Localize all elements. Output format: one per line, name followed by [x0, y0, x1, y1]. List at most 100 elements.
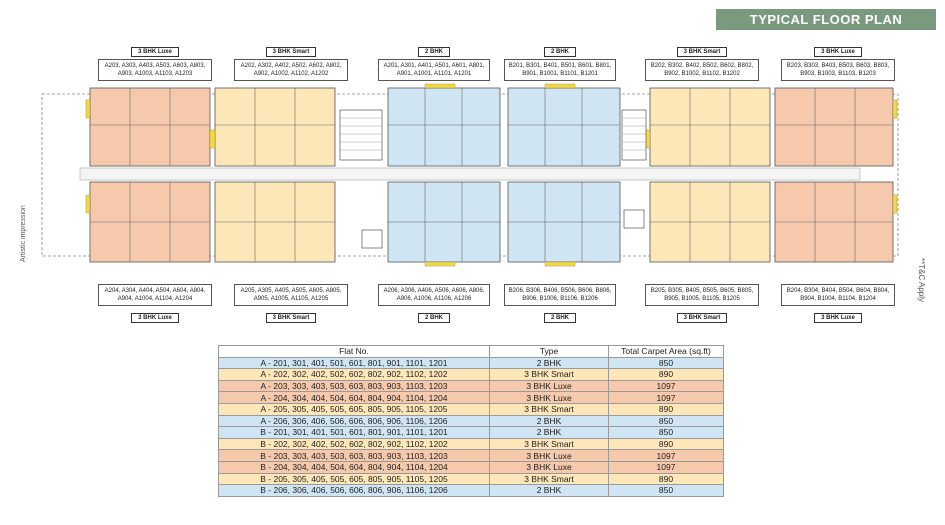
lift-b — [623, 209, 645, 229]
cell-flat-no: B - 201, 301, 401, 501, 601, 801, 901, 1… — [218, 426, 490, 439]
cell-type: 2 BHK — [489, 356, 609, 370]
cell-flat-no: A - 205, 305, 405, 505, 605, 805, 905, 1… — [218, 402, 490, 416]
cell-carpet-area: 850 — [608, 414, 724, 428]
table-row: A - 206, 306, 406, 506, 606, 806, 906, 1… — [218, 414, 724, 428]
cell-type: 2 BHK — [489, 484, 609, 497]
table-row: B - 206, 306, 406, 506, 606, 806, 906, 1… — [218, 484, 724, 497]
table-row: B - 205, 305, 405, 505, 605, 805, 905, 1… — [218, 472, 724, 486]
table-row: A - 203, 303, 403, 503, 603, 803, 903, 1… — [218, 379, 724, 393]
unit-flats-box: B204, B304, B404, B504, B604, B804, B904… — [781, 284, 895, 306]
cell-carpet-area: 850 — [608, 484, 724, 497]
unit-a201-block — [387, 87, 501, 167]
artistic-impression-note: Artistic impression — [20, 205, 27, 262]
cell-flat-no: B - 206, 306, 406, 506, 606, 806, 906, 1… — [218, 484, 490, 497]
unit-flats-box: B205, B305, B405, B505, B605, B805, B905… — [645, 284, 759, 306]
unit-flats-box: B201, B301, B401, B501, B601, B801, B901… — [504, 59, 616, 81]
unit-type-tag: 2 BHK — [543, 313, 576, 323]
room-partitions — [90, 88, 893, 262]
unit-type-tag: 3 BHK Luxe — [131, 313, 179, 323]
cell-type: 3 BHK Luxe — [489, 449, 609, 462]
table-row: B - 203, 303, 403, 503, 603, 803, 903, 1… — [218, 449, 724, 462]
cell-flat-no: B - 202, 302, 402, 502, 602, 802, 902, 1… — [218, 437, 490, 451]
unit-flats-box: B203, B303, B403, B503, B603, B803, B903… — [781, 59, 895, 81]
unit-b201-block — [507, 87, 621, 167]
common-corridor — [79, 167, 861, 181]
unit-flats-box: A204, A304, A404, A504, A604, A804, A904… — [98, 284, 212, 306]
table-row: B - 201, 301, 401, 501, 601, 801, 901, 1… — [218, 426, 724, 439]
cell-type: 3 BHK Smart — [489, 368, 609, 381]
bottom-unit-label-1: A204, A304, A404, A504, A604, A804, A904… — [98, 283, 212, 324]
cell-flat-no: A - 202, 302, 402, 502, 602, 802, 902, 1… — [218, 368, 490, 381]
cell-carpet-area: 890 — [608, 402, 724, 416]
bottom-unit-label-2: A205, A305, A405, A505, A605, A805, A905… — [234, 283, 348, 324]
cell-carpet-area: 890 — [608, 437, 724, 451]
cell-carpet-area: 1097 — [608, 449, 724, 462]
table-row: A - 202, 302, 402, 502, 602, 802, 902, 1… — [218, 368, 724, 381]
unit-flats-box: B202, B302, B402, B502, B602, B802, B902… — [645, 59, 759, 81]
cell-type: 2 BHK — [489, 426, 609, 439]
table-row: A - 205, 305, 405, 505, 605, 805, 905, 1… — [218, 402, 724, 416]
cell-carpet-area: 1097 — [608, 391, 724, 404]
cell-flat-no: A - 204, 304, 404, 504, 604, 804, 904, 1… — [218, 391, 490, 404]
table-row: A - 201, 301, 401, 501, 601, 801, 901, 1… — [218, 356, 724, 370]
cell-type: 3 BHK Smart — [489, 472, 609, 486]
cell-flat-no: B - 204, 304, 404, 504, 604, 804, 904, 1… — [218, 460, 490, 474]
cell-type: 3 BHK Smart — [489, 437, 609, 451]
balconies — [85, 83, 898, 267]
unit-type-tag: 3 BHK Luxe — [814, 313, 862, 323]
cell-flat-no: B - 203, 303, 403, 503, 603, 803, 903, 1… — [218, 449, 490, 462]
staircase-b — [621, 109, 647, 161]
terms-note: **T&C Apply — [917, 258, 926, 303]
table-header-row: Flat No. Type Total Carpet Area (sq.ft) — [218, 345, 724, 358]
top-unit-label-6: 3 BHK Luxe B203, B303, B403, B503, B603,… — [781, 40, 895, 81]
unit-b202-block — [649, 87, 771, 167]
cell-type: 3 BHK Luxe — [489, 391, 609, 404]
bottom-unit-label-3: A206, A306, A406, A506, A606, A806, A906… — [378, 283, 490, 324]
top-unit-label-1: 3 BHK Luxe A203, A303, A403, A503, A603,… — [98, 40, 212, 81]
table-row: A - 204, 304, 404, 504, 604, 804, 904, 1… — [218, 391, 724, 404]
staircase-a — [339, 109, 383, 161]
top-unit-label-5: 3 BHK Smart B202, B302, B402, B502, B602… — [645, 40, 759, 81]
stair-treads-b — [622, 117, 646, 151]
unit-type-tag: 3 BHK Smart — [676, 313, 728, 323]
unit-flats-box: A201, A301, A401, A501, A601, A801, A901… — [378, 59, 490, 81]
cell-carpet-area: 1097 — [608, 460, 724, 474]
unit-flats-box: B206, B306, B406, B506, B606, B806, B906… — [504, 284, 616, 306]
table-row: B - 204, 304, 404, 504, 604, 804, 904, 1… — [218, 460, 724, 474]
stair-treads-a — [340, 117, 382, 151]
unit-flats-box: A203, A303, A403, A503, A603, A803, A903… — [98, 59, 212, 81]
cell-carpet-area: 890 — [608, 472, 724, 486]
top-unit-label-2: 3 BHK Smart A202, A302, A402, A502, A602… — [234, 40, 348, 81]
unit-type-tag: 3 BHK Luxe — [814, 47, 862, 57]
cell-carpet-area: 1097 — [608, 379, 724, 393]
cell-type: 3 BHK Luxe — [489, 460, 609, 474]
cell-flat-no: A - 203, 303, 403, 503, 603, 803, 903, 1… — [218, 379, 490, 393]
cell-flat-no: A - 206, 306, 406, 506, 606, 806, 906, 1… — [218, 414, 490, 428]
cell-carpet-area: 850 — [608, 426, 724, 439]
unit-a203-block — [89, 87, 211, 167]
unit-flats-box: A205, A305, A405, A505, A605, A805, A905… — [234, 284, 348, 306]
lift-a — [361, 229, 383, 249]
unit-flats-box: A206, A306, A406, A506, A606, A806, A906… — [378, 284, 490, 306]
table-body: A - 201, 301, 401, 501, 601, 801, 901, 1… — [218, 356, 724, 497]
col-header-area: Total Carpet Area (sq.ft) — [608, 345, 724, 358]
unit-a202-block — [214, 87, 336, 167]
unit-b203-block — [774, 87, 894, 167]
cell-flat-no: B - 205, 305, 405, 505, 605, 805, 905, 1… — [218, 472, 490, 486]
bottom-unit-label-4: B206, B306, B406, B506, B606, B806, B906… — [504, 283, 616, 324]
page-title-banner: TYPICAL FLOOR PLAN — [716, 9, 936, 30]
carpet-area-table: Flat No. Type Total Carpet Area (sq.ft) … — [218, 345, 724, 497]
col-header-flat: Flat No. — [218, 345, 490, 358]
cell-flat-no: A - 201, 301, 401, 501, 601, 801, 901, 1… — [218, 356, 490, 370]
unit-type-tag: 3 BHK Smart — [265, 47, 317, 57]
table-row: B - 202, 302, 402, 502, 602, 802, 902, 1… — [218, 437, 724, 451]
cell-type: 2 BHK — [489, 414, 609, 428]
unit-type-tag: 3 BHK Smart — [676, 47, 728, 57]
cell-carpet-area: 890 — [608, 368, 724, 381]
floor-plan-svg — [41, 83, 899, 267]
floor-plan-drawing — [40, 70, 900, 280]
bottom-unit-label-6: B204, B304, B404, B504, B604, B804, B904… — [781, 283, 895, 324]
top-unit-label-4: 2 BHK B201, B301, B401, B501, B601, B801… — [504, 40, 616, 81]
top-unit-label-3: 2 BHK A201, A301, A401, A501, A601, A801… — [378, 40, 490, 81]
unit-flats-box: A202, A302, A402, A502, A602, A802, A902… — [234, 59, 348, 81]
